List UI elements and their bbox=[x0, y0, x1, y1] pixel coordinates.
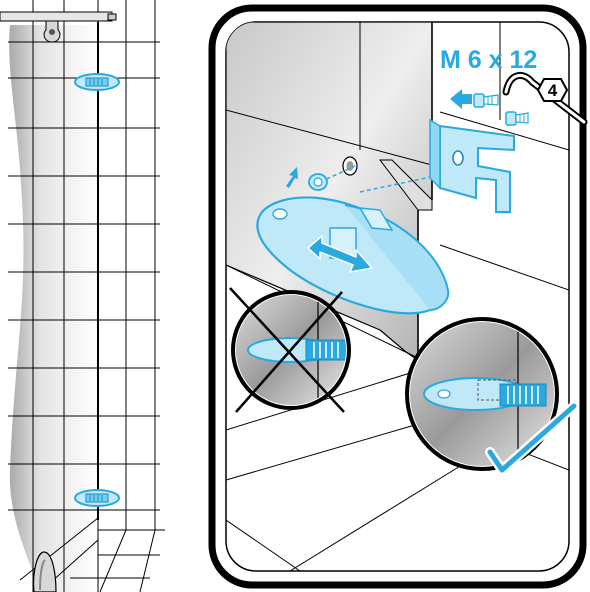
zoom-incorrect bbox=[229, 287, 351, 413]
screw-size-label: M 6 x 12 bbox=[440, 46, 537, 74]
insert-arrow-icon bbox=[450, 89, 472, 109]
upper-bracket-highlight bbox=[74, 73, 120, 91]
screw-icons bbox=[473, 93, 529, 126]
overview-wall bbox=[0, 0, 165, 592]
hex-key-size-label: 4 bbox=[548, 81, 558, 100]
correct-check-icon bbox=[485, 401, 579, 475]
screw-icon bbox=[473, 93, 499, 108]
wall-bracket bbox=[429, 118, 515, 213]
hex-key-icon bbox=[502, 72, 588, 126]
screw-icon bbox=[505, 111, 529, 126]
adjust-double-arrow-icon bbox=[307, 235, 373, 273]
top-rail bbox=[0, 11, 117, 43]
spacer-icon bbox=[308, 173, 328, 191]
detail-panel: 4 M 6 x 12 bbox=[208, 4, 588, 589]
hex-key-size-badge: 4 bbox=[536, 78, 569, 102]
bottom-foot bbox=[33, 551, 57, 592]
zoom-correct bbox=[405, 317, 579, 475]
hole-arrow-icon bbox=[286, 167, 298, 188]
lower-bracket-highlight bbox=[74, 489, 120, 507]
wrong-cross-icon bbox=[229, 287, 345, 413]
